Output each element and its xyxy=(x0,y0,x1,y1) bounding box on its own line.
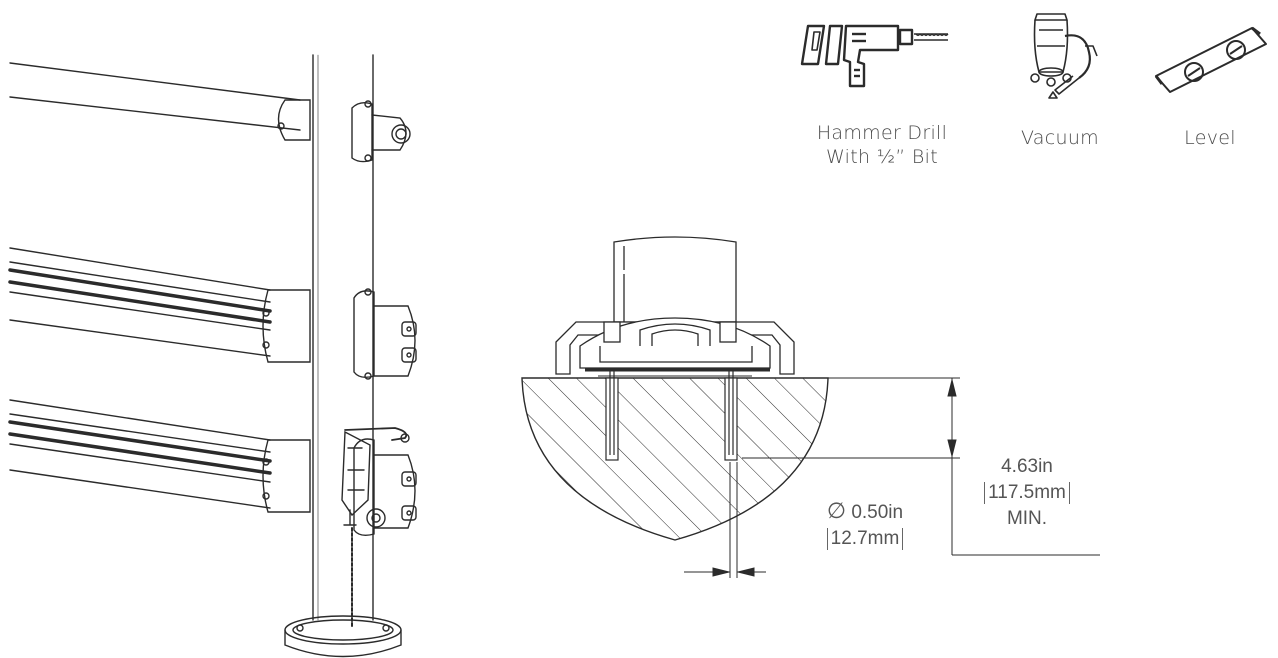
hammer-drill-icon xyxy=(800,24,949,88)
diameter-value: 0.50in xyxy=(851,502,904,523)
hammer-drill-label: Hammer Drill With ½” Bit xyxy=(816,122,948,168)
depth-metric: 117.5mm xyxy=(984,482,1070,504)
level-label: Level xyxy=(1184,127,1236,149)
depth-value: 4.63in xyxy=(1001,456,1053,477)
base-plate-section xyxy=(555,317,795,377)
diameter-metric: 12.7mm xyxy=(826,528,904,550)
vacuum-label: Vacuum xyxy=(1020,127,1099,149)
rail-post-assembly xyxy=(8,54,417,658)
diameter-symbol: ∅ xyxy=(826,498,847,523)
diameter-dimension xyxy=(684,462,766,578)
drill-holes xyxy=(605,377,738,461)
post-section xyxy=(613,236,737,323)
depth-label: 4.63in 117.5mm MIN. xyxy=(962,454,1092,532)
base-plate xyxy=(284,615,402,658)
anchor-section-drawing xyxy=(521,236,1100,578)
concrete-section xyxy=(521,377,829,541)
vacuum-icon xyxy=(1030,13,1098,99)
bottom-rail xyxy=(8,399,417,629)
level-icon xyxy=(1154,26,1267,93)
depth-note: MIN. xyxy=(1006,508,1048,529)
middle-rail xyxy=(8,247,417,380)
depth-dimension xyxy=(742,377,1100,556)
diameter-label: ∅ 0.50in 12.7mm xyxy=(810,498,920,552)
top-rail xyxy=(9,62,411,163)
